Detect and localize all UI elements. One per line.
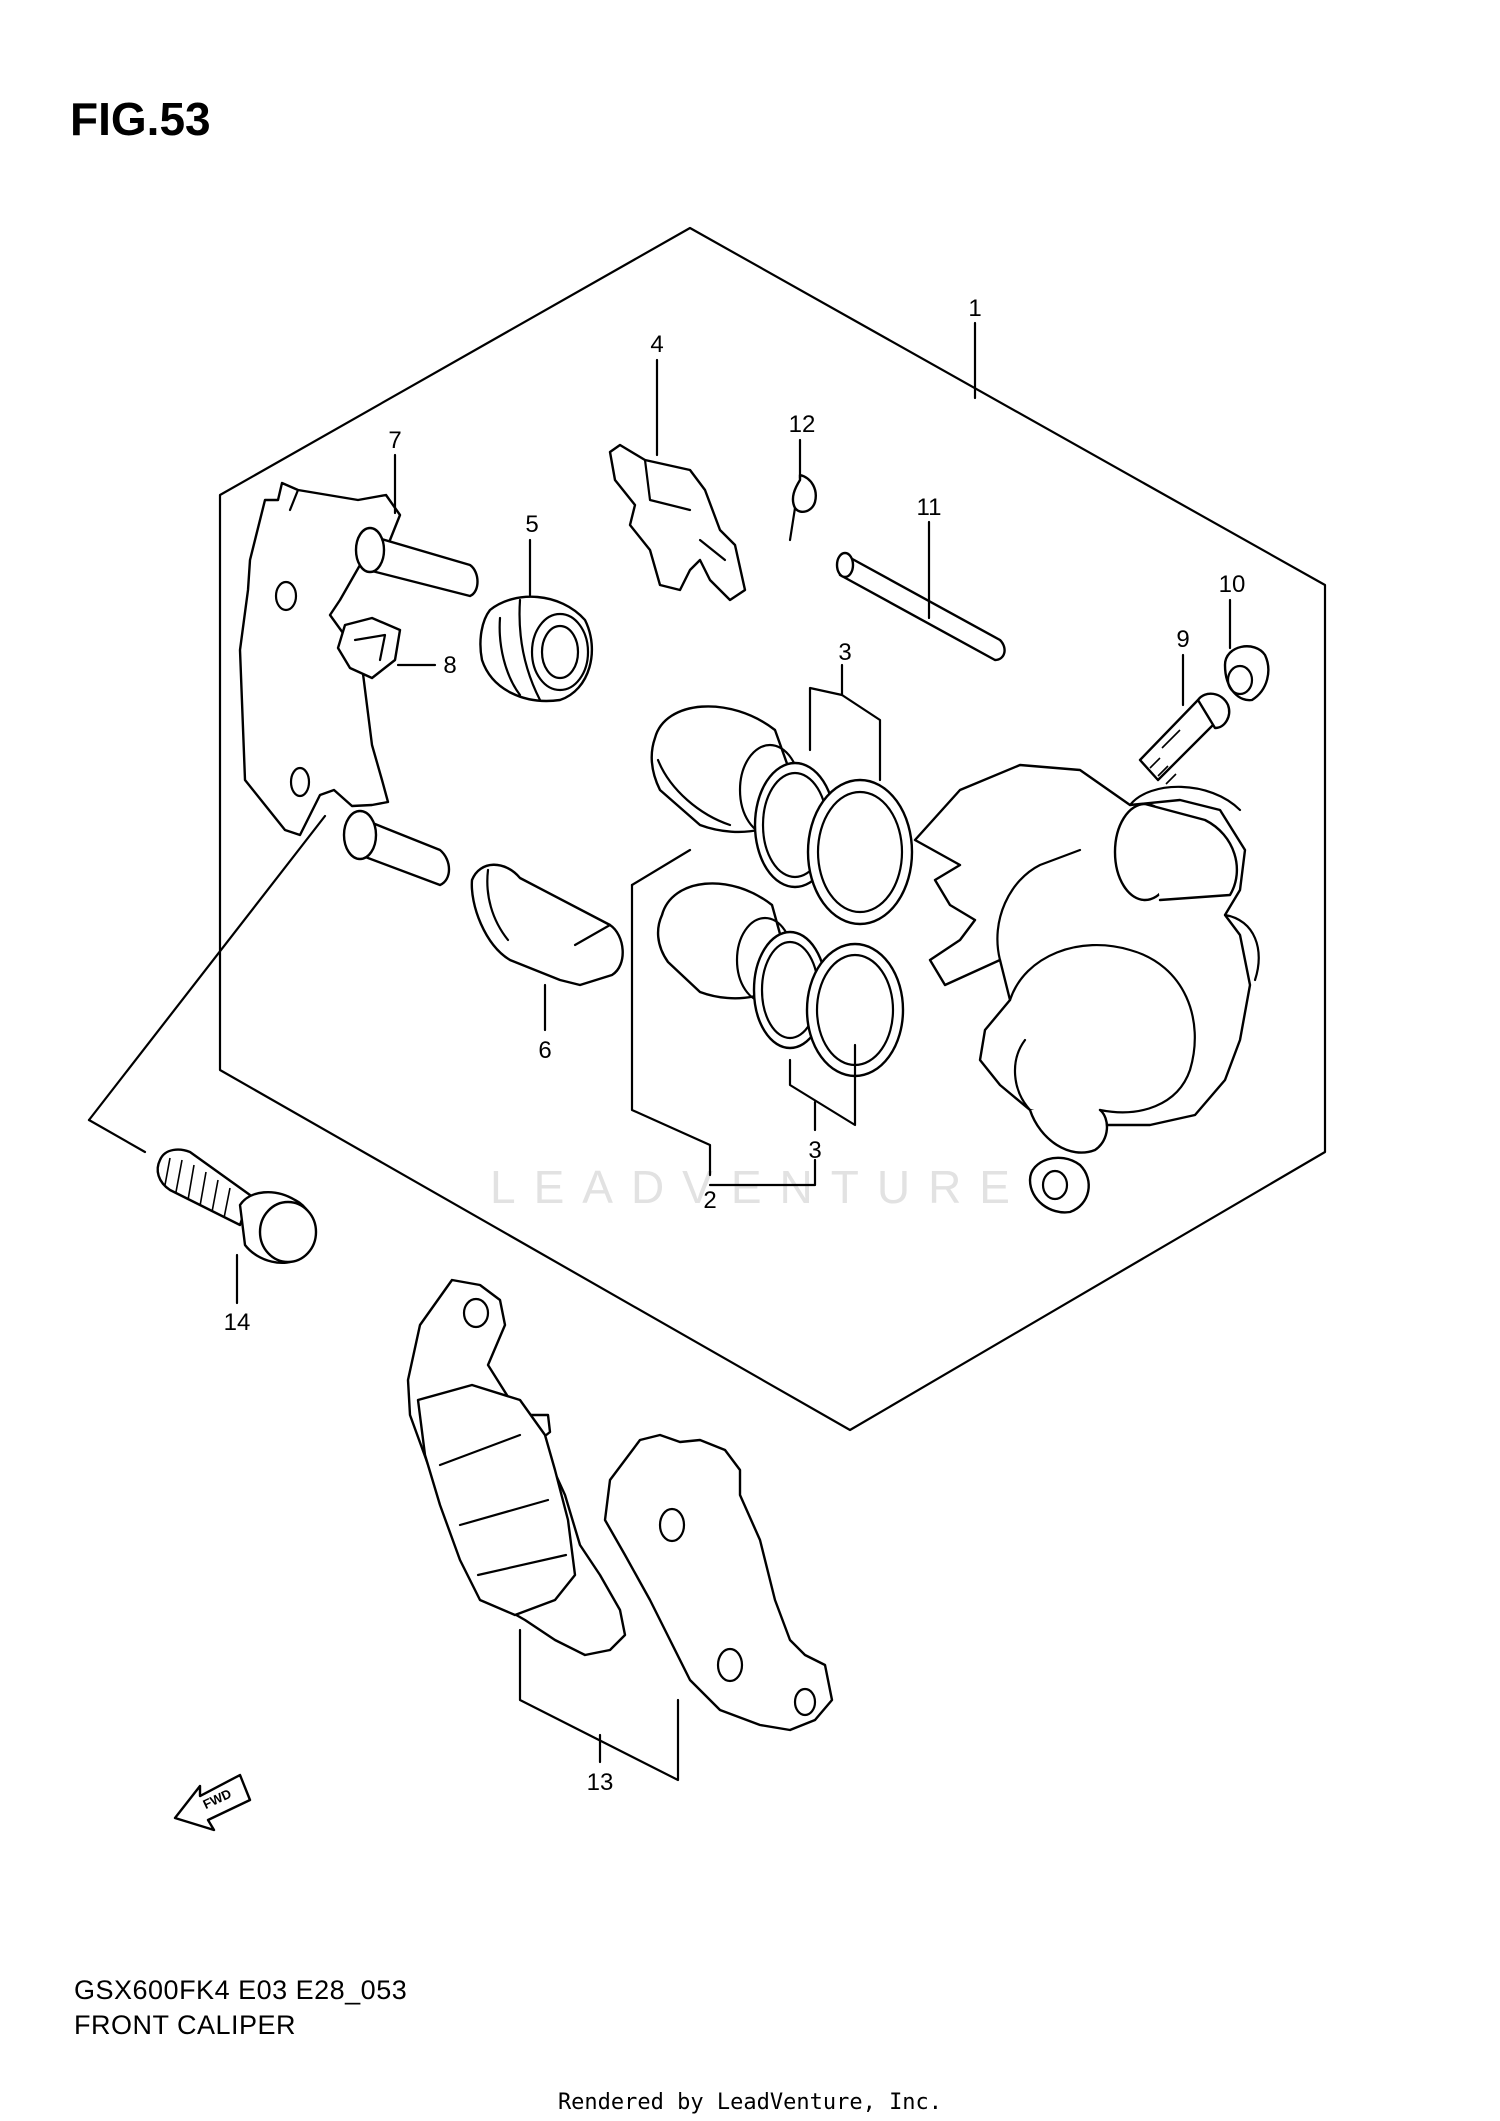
- piston-seals-upper: [753, 761, 914, 926]
- caliper-body: [913, 763, 1260, 1154]
- callout-2: 2: [703, 1187, 716, 1214]
- callout-12: 12: [789, 411, 816, 438]
- slide-pin-upper: [354, 526, 479, 598]
- diagram-name: FRONT CALIPER: [74, 2010, 297, 2040]
- brake-pad-outer: [603, 1433, 834, 1732]
- bleeder-valve: [1138, 692, 1231, 785]
- caliper-mount-boss: [1028, 1156, 1090, 1214]
- figure-label: FIG.53: [70, 93, 211, 145]
- pin-boot-lower: [470, 863, 624, 987]
- callout-13: 13: [587, 1769, 614, 1796]
- callout-3-lower: 3: [808, 1137, 821, 1164]
- callout-3-upper: 3: [838, 639, 851, 666]
- callout-8: 8: [443, 652, 456, 679]
- callout-4: 4: [650, 331, 663, 358]
- pin-clip: [788, 473, 817, 542]
- callout-10: 10: [1219, 571, 1246, 598]
- callout-7: 7: [388, 427, 401, 454]
- caliper-bracket: [238, 481, 402, 837]
- leader-lines: [87, 321, 1232, 1782]
- pin-boot-upper: [479, 595, 593, 703]
- assembly-boundary: [218, 226, 1327, 1432]
- piston-seals-lower: [752, 930, 905, 1078]
- pad-spring-clip: [336, 616, 402, 680]
- callout-14: 14: [224, 1309, 251, 1336]
- forward-direction-arrow: FWD: [173, 1773, 252, 1832]
- callout-11: 11: [917, 494, 942, 521]
- callout-6: 6: [538, 1037, 551, 1064]
- bleeder-cap: [1223, 645, 1270, 702]
- caliper-mounting-bolt: [156, 1148, 318, 1265]
- pad-spring: [608, 443, 747, 602]
- callout-1: 1: [968, 295, 981, 322]
- callout-9: 9: [1176, 626, 1189, 653]
- brake-pad-inner: [406, 1278, 627, 1657]
- slide-pin-lower: [342, 809, 451, 887]
- watermark: LEADVENTURE: [490, 1161, 1028, 1213]
- footer-credit: Rendered by LeadVenture, Inc.: [557, 2090, 943, 2115]
- pad-mount-pin: [835, 551, 1006, 662]
- model-code: GSX600FK4 E03 E28_053: [74, 1975, 408, 2005]
- caliper-mount-hole: [1041, 1169, 1069, 1201]
- callout-5: 5: [525, 511, 538, 538]
